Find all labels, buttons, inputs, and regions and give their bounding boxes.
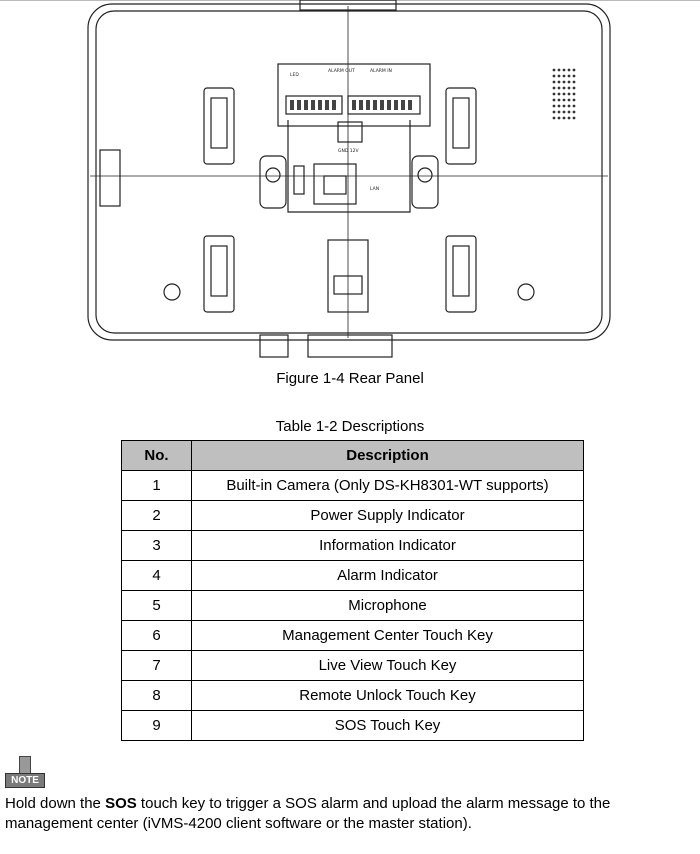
cell-description: Power Supply Indicator xyxy=(191,500,584,531)
cell-no: 6 xyxy=(121,620,192,651)
cell-no: 7 xyxy=(121,650,192,681)
table-header-row: No. Description xyxy=(121,440,584,471)
cell-no: 5 xyxy=(121,590,192,621)
terminal-block xyxy=(277,63,431,127)
cell-no: 2 xyxy=(121,500,192,531)
cell-description: Microphone xyxy=(191,590,584,621)
cell-no: 1 xyxy=(121,470,192,501)
cell-description: Live View Touch Key xyxy=(191,650,584,681)
cell-no: 8 xyxy=(121,680,192,711)
alarm-in-label: ALARM IN xyxy=(370,68,392,74)
alarm-out-label: ALARM OUT xyxy=(328,68,355,74)
cell-description: Built-in Camera (Only DS-KH8301-WT suppo… xyxy=(191,470,584,501)
note-icon: NOTE xyxy=(5,756,45,788)
header-description: Description xyxy=(191,440,584,471)
pin-icon xyxy=(19,756,31,774)
cell-no: 9 xyxy=(121,710,192,741)
lan-port xyxy=(313,163,357,205)
cell-no: 4 xyxy=(121,560,192,591)
lan-label: LAN xyxy=(370,186,379,192)
cell-description: Remote Unlock Touch Key xyxy=(191,680,584,711)
cell-description: SOS Touch Key xyxy=(191,710,584,741)
rear-panel-figure: LED ALARM OUT ALARM IN GND 12V LAN xyxy=(87,0,611,358)
gnd12v-label: GND 12V xyxy=(338,148,359,154)
panel-outer-frame xyxy=(87,3,611,341)
note-icon-label: NOTE xyxy=(5,773,45,788)
center-module xyxy=(287,120,411,213)
cell-description: Information Indicator xyxy=(191,530,584,561)
note-text: Hold down the SOS touch key to trigger a… xyxy=(5,794,695,834)
cell-description: Alarm Indicator xyxy=(191,560,584,591)
cell-description: Management Center Touch Key xyxy=(191,620,584,651)
speaker-grille xyxy=(552,68,576,120)
note-text-bold: SOS xyxy=(105,795,137,812)
figure-caption: Figure 1-4 Rear Panel xyxy=(276,370,424,387)
panel-inner-frame xyxy=(95,10,603,334)
led-label: LED xyxy=(290,72,299,78)
cell-no: 3 xyxy=(121,530,192,561)
note-text-after: touch key to trigger a SOS alarm and upl… xyxy=(5,795,611,832)
header-no: No. xyxy=(121,440,192,471)
note-text-before: Hold down the xyxy=(5,795,106,812)
table-caption: Table 1-2 Descriptions xyxy=(275,418,425,435)
